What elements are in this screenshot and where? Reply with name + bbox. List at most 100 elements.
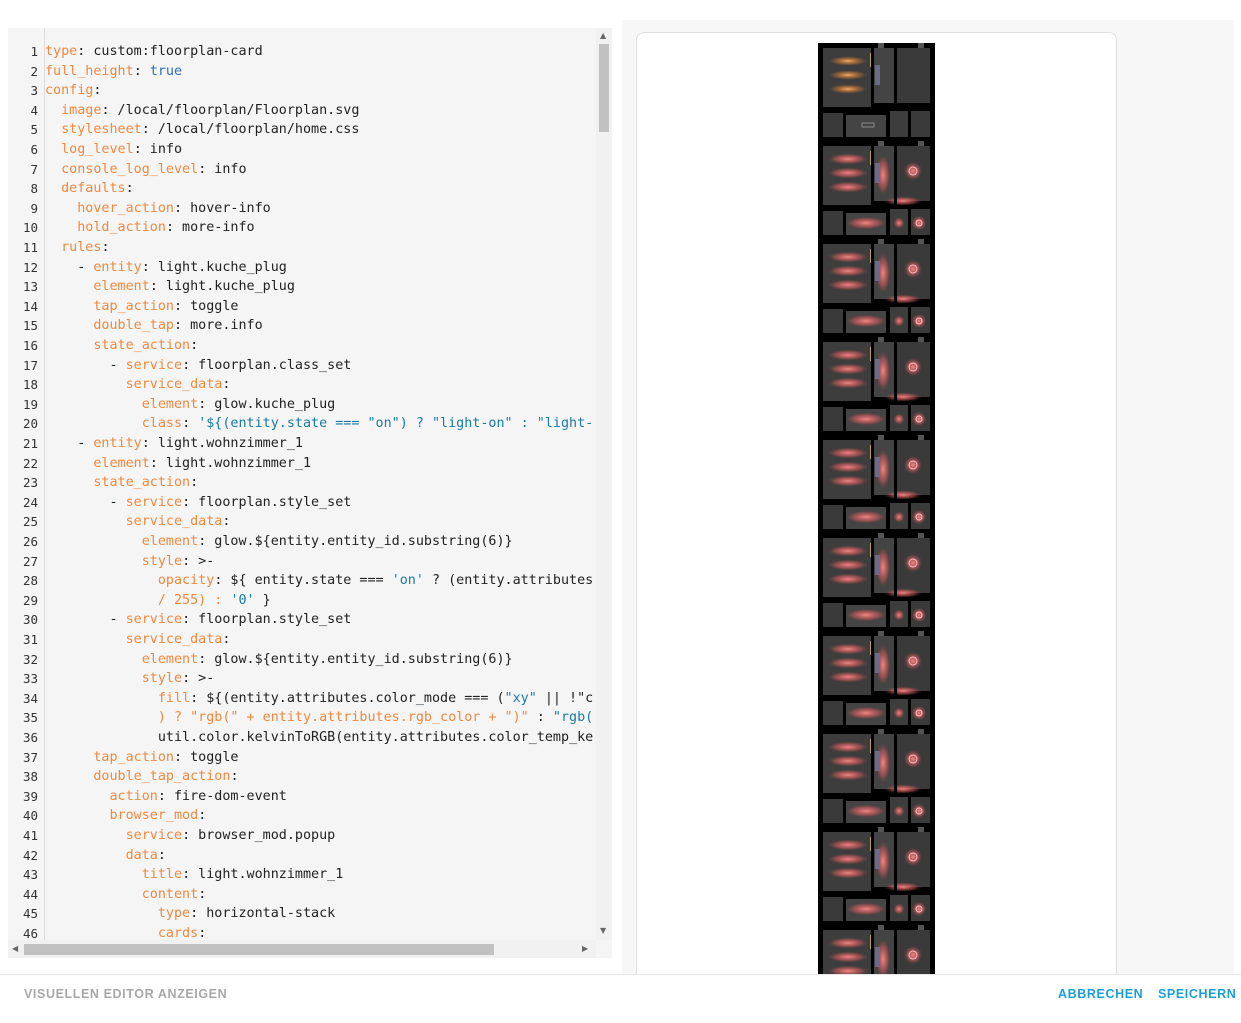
floorplan-floor-tile[interactable] — [818, 141, 935, 239]
code-line[interactable]: state_action: — [45, 336, 198, 356]
code-token: entity — [93, 436, 142, 451]
code-line[interactable]: double_tap_action: — [45, 767, 238, 787]
code-line[interactable]: content: — [45, 885, 207, 905]
code-line[interactable]: data: — [45, 846, 166, 866]
floorplan-card-preview — [636, 32, 1117, 994]
floorplan-floor-tile[interactable] — [818, 435, 935, 533]
code-line[interactable]: util.color.kelvinToRGB(entity.attributes… — [45, 728, 593, 748]
code-token — [45, 279, 93, 294]
line-number: 33 — [22, 671, 38, 687]
code-line[interactable]: service: browser_mod.popup — [45, 826, 336, 846]
floorplan-floor-tile[interactable] — [818, 533, 935, 631]
code-token — [45, 240, 61, 255]
code-line[interactable]: type: custom:floorplan-card — [45, 42, 263, 62]
code-line[interactable]: stylesheet: /local/floorplan/home.css — [45, 120, 359, 140]
floorplan-floor-tile[interactable] — [818, 729, 935, 827]
code-token: : >- — [182, 671, 215, 687]
code-token: : /local/floorplan/home.css — [141, 122, 360, 138]
code-line[interactable]: element: light.wohnzimmer_1 — [45, 454, 311, 474]
code-line[interactable]: image: /local/floorplan/Floorplan.svg — [45, 101, 359, 121]
floorplan-floor-tile[interactable] — [818, 631, 935, 729]
code-line[interactable]: - service: floorplan.style_set — [45, 493, 351, 513]
code-token: : floorplan.style_set — [182, 494, 352, 510]
code-line[interactable]: style: >- — [45, 669, 215, 689]
code-line[interactable]: - entity: light.kuche_plug — [45, 258, 287, 278]
code-line[interactable]: console_log_level: info — [45, 160, 247, 180]
code-line[interactable]: cards: — [45, 924, 206, 940]
code-token: : info — [198, 161, 247, 177]
line-number: 20 — [22, 416, 38, 432]
code-token: : ${ entity.state === — [214, 573, 392, 589]
code-line[interactable]: config: — [45, 81, 101, 101]
code-line[interactable]: service_data: — [45, 512, 231, 532]
code-line[interactable]: service_data: — [45, 375, 231, 395]
code-token: log_level — [61, 142, 134, 157]
vertical-scrollbar[interactable]: ▲ ▼ — [596, 28, 612, 940]
line-number: 31 — [22, 632, 38, 647]
code-line[interactable]: tap_action: toggle — [45, 297, 238, 317]
code-line[interactable]: element: glow.kuche_plug — [45, 395, 336, 415]
code-token: : — [125, 181, 134, 197]
code-token — [45, 671, 142, 686]
code-line[interactable]: type: horizontal-stack — [45, 904, 335, 924]
code-line[interactable]: opacity: ${ entity.state === 'on' ? (ent… — [45, 571, 593, 591]
code-line[interactable]: ) ? "rgb(" + entity.attributes.rgb_color… — [45, 708, 593, 728]
code-token: true — [149, 63, 183, 79]
code-line[interactable]: hover_action: hover-info — [45, 199, 271, 219]
code-line[interactable]: hold_action: more-info — [45, 218, 254, 238]
code-line[interactable]: class: '${(entity.state === "on") ? "lig… — [45, 414, 593, 434]
code-token: : /local/floorplan/Floorplan.svg — [101, 102, 360, 118]
scroll-up-icon[interactable]: ▲ — [600, 31, 607, 40]
code-token: type — [157, 906, 191, 922]
code-token: : light.wohnzimmer_1 — [149, 455, 312, 471]
cancel-button[interactable]: ABBRECHEN — [1058, 987, 1144, 1001]
floorplan-floor-tile[interactable] — [818, 827, 935, 925]
code-line[interactable]: log_level: info — [45, 140, 182, 160]
floorplan-floor-tile[interactable] — [818, 43, 935, 141]
code-line[interactable]: tap_action: toggle — [45, 748, 238, 768]
code-line[interactable]: title: light.wohnzimmer_1 — [45, 865, 344, 885]
code-line[interactable]: browser_mod: — [45, 806, 207, 826]
code-line[interactable]: state_action: — [45, 473, 198, 493]
code-line[interactable]: - service: floorplan.style_set — [45, 610, 351, 630]
code-token: : >- — [182, 553, 215, 569]
code-token: - — [45, 357, 126, 373]
scroll-left-icon[interactable]: ◀ — [12, 944, 19, 953]
code-token — [45, 338, 93, 353]
code-line[interactable]: double_tap: more.info — [45, 316, 262, 336]
code-line[interactable]: - entity: light.wohnzimmer_1 — [45, 434, 303, 454]
code-token: double_tap — [93, 318, 174, 334]
line-number: 17 — [22, 357, 38, 373]
code-token — [45, 122, 61, 137]
code-line[interactable]: action: fire-dom-event — [45, 787, 287, 807]
code-token: : — [222, 514, 231, 530]
code-token — [45, 397, 142, 412]
code-line[interactable]: full_height: true — [45, 62, 182, 82]
code-line[interactable]: - service: floorplan.class_set — [45, 356, 351, 376]
line-number: 19 — [22, 396, 38, 412]
vertical-scrollbar-thumb[interactable] — [599, 44, 609, 132]
code-token: : — [222, 377, 231, 393]
horizontal-scrollbar-thumb[interactable] — [24, 944, 494, 955]
code-token: service — [125, 357, 183, 373]
code-token: class — [141, 416, 183, 432]
code-line[interactable]: rules: — [45, 238, 109, 258]
code-line[interactable]: defaults: — [45, 179, 134, 199]
code-line[interactable]: / 255) : '0' } — [45, 591, 271, 611]
code-line[interactable]: style: >- — [45, 552, 215, 572]
code-line[interactable]: fill: ${(entity.attributes.color_mode ==… — [45, 689, 593, 709]
floorplan-floor-tile[interactable] — [818, 337, 935, 435]
show-visual-editor-button[interactable]: VISUELLEN EDITOR ANZEIGEN — [24, 987, 228, 1001]
scroll-down-icon[interactable]: ▼ — [600, 926, 607, 935]
scroll-right-icon[interactable]: ▶ — [582, 944, 589, 953]
save-button[interactable]: SPEICHERN — [1158, 987, 1237, 1001]
floorplan-floor-tile[interactable] — [818, 239, 935, 337]
floorplan-image[interactable] — [818, 43, 935, 993]
code-line[interactable]: service_data: — [45, 630, 231, 650]
horizontal-scrollbar[interactable]: ◀ ▶ — [8, 940, 596, 958]
code-line[interactable]: element: glow.${entity.entity_id.substri… — [45, 650, 513, 670]
code-line[interactable]: element: light.kuche_plug — [45, 277, 295, 297]
code-line[interactable]: element: glow.${entity.entity_id.substri… — [45, 532, 513, 552]
